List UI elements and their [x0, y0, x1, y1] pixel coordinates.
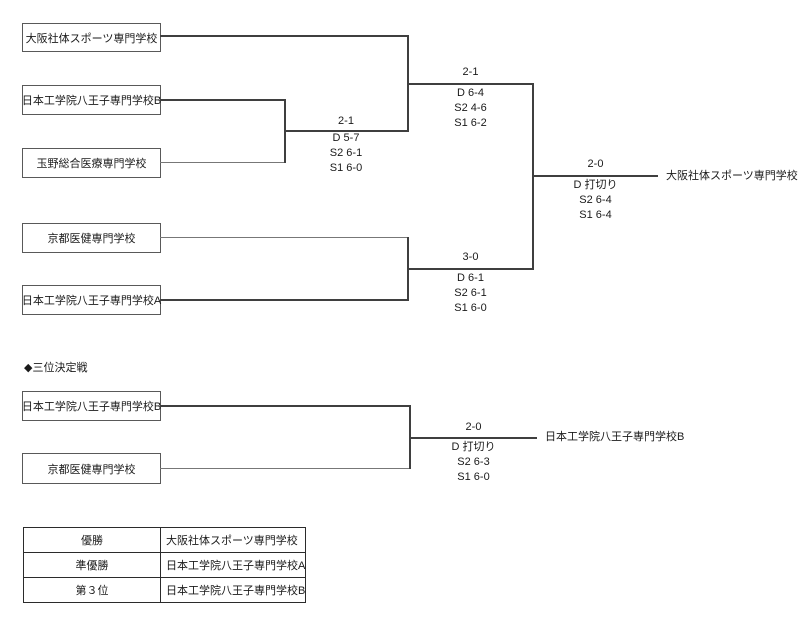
- team-label: 日本工学院八王子専門学校B: [21, 95, 162, 107]
- team-box-tamano-sogo: 玉野総合医療専門学校: [22, 148, 161, 178]
- game-score: S2 4-6: [454, 102, 487, 114]
- bracket-line-winner: [160, 405, 410, 407]
- game-score: D 打切り: [573, 179, 618, 191]
- team-label: 京都医健専門学校: [47, 463, 136, 476]
- team-label: 京都医健専門学校: [47, 233, 136, 245]
- team-cell: 日本工学院八王子専門学校A: [159, 552, 307, 578]
- bracket-line-loser: [160, 162, 285, 163]
- final-score: 2-0: [587, 158, 604, 170]
- champion-label: 大阪社体スポーツ専門学校: [666, 170, 798, 182]
- team-box-nihon-kogakuin-a: 日本工学院八王子専門学校A: [22, 285, 161, 315]
- third-place-heading: ◆三位決定戦: [24, 362, 88, 374]
- rank-cell: 準優勝: [23, 552, 161, 578]
- team-box-kyoto-iken: 京都医健専門学校: [22, 223, 161, 253]
- team-label: 大阪社体スポーツ専門学校: [25, 32, 158, 45]
- game-score: S2 6-1: [454, 287, 487, 299]
- table-row: 優勝 大阪社体スポーツ専門学校: [23, 527, 307, 553]
- game-score: S1 6-0: [454, 302, 487, 314]
- semifinal-bottom-score: 3-0: [462, 251, 479, 263]
- bracket-line-winner: [284, 130, 408, 132]
- team-cell: 日本工学院八王子専門学校B: [159, 577, 307, 603]
- game-score: S2 6-4: [579, 194, 612, 206]
- third-place-winner-label: 日本工学院八王子専門学校B: [545, 431, 685, 443]
- bracket-line-winner: [160, 35, 408, 37]
- game-score: S2 6-1: [329, 147, 363, 159]
- bracket-line-loser: [160, 237, 408, 238]
- results-table: 優勝 大阪社体スポーツ専門学校 準優勝 日本工学院八王子専門学校A 第３位 日本…: [23, 527, 307, 603]
- game-score: D 6-1: [457, 272, 484, 284]
- table-row: 第３位 日本工学院八王子専門学校B: [23, 577, 307, 603]
- table-row: 準優勝 日本工学院八王子専門学校A: [23, 552, 307, 578]
- bracket-line-winner: [407, 83, 533, 85]
- game-score: S1 6-0: [457, 471, 490, 483]
- third-place-game-scores: D 打切り S2 6-3 S1 6-0: [410, 440, 537, 485]
- third-place-score: 2-0: [465, 421, 482, 433]
- semifinal-top-score: 2-1: [462, 66, 479, 78]
- team-label: 日本工学院八王子専門学校B: [21, 401, 162, 413]
- team-box-nihon-kogakuin-b: 日本工学院八王子専門学校B: [22, 85, 161, 115]
- game-score: S1 6-0: [329, 162, 363, 174]
- team-box-third-kyoto-iken: 京都医健専門学校: [22, 453, 161, 484]
- game-score: D 5-7: [332, 132, 360, 144]
- rank-cell: 優勝: [23, 527, 161, 553]
- game-score: D 打切り: [451, 441, 496, 453]
- round1-score: 2-1: [338, 115, 354, 127]
- bracket-line-winner: [160, 299, 408, 301]
- semifinal-top-game-scores: D 6-4 S2 4-6 S1 6-2: [408, 86, 533, 131]
- game-score: S1 6-4: [579, 209, 612, 221]
- final-game-scores: D 打切り S2 6-4 S1 6-4: [533, 178, 658, 223]
- team-label: 日本工学院八王子専門学校A: [21, 295, 162, 307]
- game-score: S2 6-3: [457, 456, 490, 468]
- round1-game-scores: D 5-7 S2 6-1 S1 6-0: [284, 131, 408, 176]
- bracket-line-third-winner: [409, 437, 537, 439]
- bracket-line-winner: [407, 268, 533, 270]
- bracket-line-winner: [160, 99, 285, 101]
- semifinal-bottom-game-scores: D 6-1 S2 6-1 S1 6-0: [408, 271, 533, 316]
- game-score: S1 6-2: [454, 117, 487, 129]
- game-score: D 6-4: [457, 87, 484, 99]
- bracket-line-champion: [532, 175, 658, 177]
- rank-cell: 第３位: [23, 577, 161, 603]
- team-label: 玉野総合医療専門学校: [36, 158, 147, 170]
- bracket-line-loser: [160, 468, 410, 469]
- team-cell: 大阪社体スポーツ専門学校: [159, 527, 307, 553]
- team-box-osaka-shataisupo: 大阪社体スポーツ専門学校: [22, 23, 161, 52]
- team-box-third-nihon-kogakuin-b: 日本工学院八王子専門学校B: [22, 391, 161, 421]
